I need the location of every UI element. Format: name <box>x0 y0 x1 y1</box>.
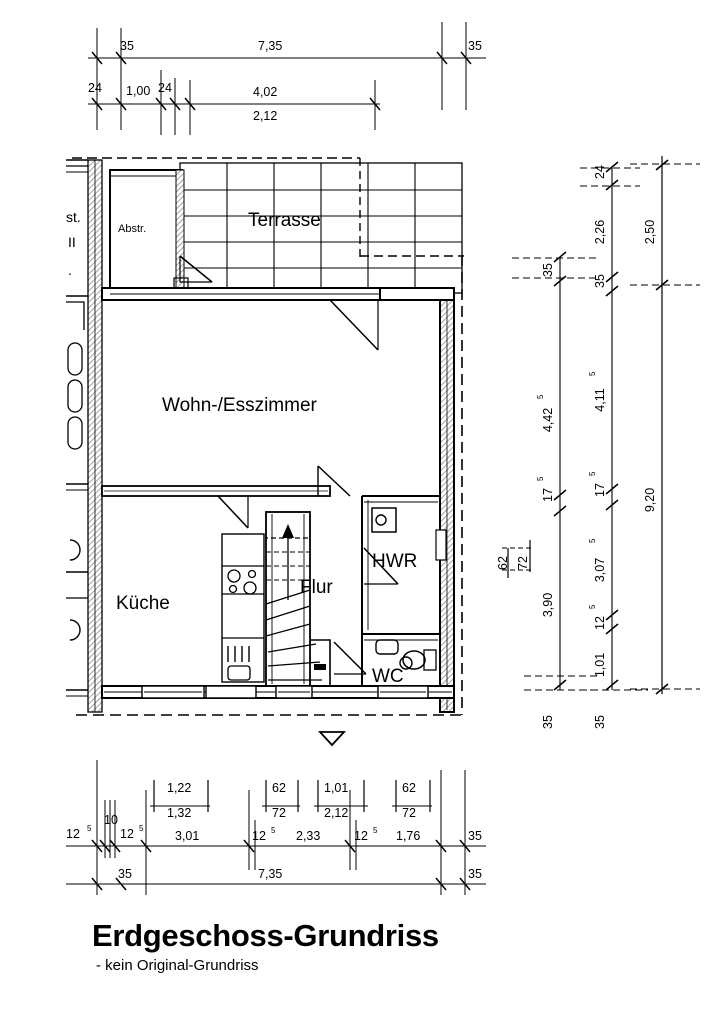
dim-bottom-inner-6: 12 <box>354 829 368 843</box>
dim-bottom-open-7: 72 <box>402 806 416 820</box>
dim-bottom-inner-7: 1,76 <box>396 829 420 843</box>
dim-bottom-inner-0-sup: 5 <box>87 824 92 833</box>
dim-right-inner-2: 17 <box>541 488 555 502</box>
toilet-icon <box>402 650 426 670</box>
stair-direction-arrow-icon <box>282 524 294 538</box>
room-label-hwr: HWR <box>372 551 417 572</box>
dim-bottom-open-6: 62 <box>402 781 416 795</box>
dim-bottom-inner-8: 35 <box>468 829 482 843</box>
room-label-wohn-esszimmer: Wohn-/Esszimmer <box>162 395 318 416</box>
right-dimension-chains: 35 4,42 5 17 5 3,90 35 62 72 <box>496 156 700 729</box>
dim-bottom-inner-0: 12 <box>66 827 80 841</box>
dim-right-middle-2: 35 <box>593 274 607 288</box>
bottom-dimension-chains: 1,22 1,32 62 72 1,01 2,12 62 72 <box>66 760 486 895</box>
dim-bottom-inner-4-sup: 5 <box>271 826 276 835</box>
dim-right-inner-1: 4,42 <box>541 408 555 432</box>
terrasse-paving-grid <box>179 162 463 294</box>
dim-bottom-open-1: 1,32 <box>167 806 191 820</box>
dim-bottom-inner-2-sup: 5 <box>139 824 144 833</box>
dim-bottom-inner-5: 2,33 <box>296 829 320 843</box>
room-label-terrasse: Terrasse <box>248 210 321 231</box>
dim-right-window-0: 62 <box>496 556 510 570</box>
door-swing-abstr <box>179 255 213 283</box>
room-hwr-walls <box>361 495 447 634</box>
boiler-icon <box>375 514 387 526</box>
neighbor-unit-fragment: st. II . <box>66 159 88 697</box>
dim-top-outer-1: 7,35 <box>258 39 282 53</box>
document-subtitle: - kein Original-Grundriss <box>96 956 259 974</box>
staircase <box>265 511 331 687</box>
dim-bottom-inner-2: 12 <box>120 827 134 841</box>
dim-right-middle-0: 24 <box>593 165 607 179</box>
dim-top-inner-1: 1,00 <box>126 84 150 98</box>
dim-top-outer-2: 35 <box>468 39 482 53</box>
plan-body: Terrasse st. II . <box>66 157 464 747</box>
cooktop-burner-icon <box>227 569 241 583</box>
dim-bottom-inner-4: 12 <box>252 829 266 843</box>
dim-right-inner-3: 3,90 <box>541 593 555 617</box>
dim-right-middle-6-sup: 5 <box>588 604 597 609</box>
room-label-flur: Flur <box>300 577 333 598</box>
title-block: Erdgeschoss-Grundriss - kein Original-Gr… <box>92 918 652 974</box>
dim-bottom-open-2: 62 <box>272 781 286 795</box>
dim-right-inner-1-sup: 5 <box>536 394 545 399</box>
dim-right-inner-2-sup: 5 <box>536 476 545 481</box>
dim-right-inner-4: 35 <box>541 715 555 729</box>
neighbor-label-3: . <box>68 262 72 278</box>
dim-right-outer-1: 9,20 <box>643 488 657 512</box>
room-wc-walls <box>333 633 440 686</box>
dim-right-middle-5: 3,07 <box>593 558 607 582</box>
door-swing-terrace <box>329 299 379 351</box>
room-label-abstr: Abstr. <box>118 223 146 235</box>
dim-right-middle-6: 12 <box>593 616 607 630</box>
dim-right-middle-4: 17 <box>593 483 607 497</box>
dim-bottom-outer-1: 7,35 <box>258 867 282 881</box>
room-label-kueche: Küche <box>116 593 170 614</box>
top-dimension-chains: 35 7,35 35 24 1,00 24 4,02 2,12 <box>88 22 486 135</box>
north-triangle-marker <box>317 731 347 747</box>
neighbor-label-2: II <box>68 234 76 250</box>
sink-icon <box>227 665 251 681</box>
dim-right-middle-7: 1,01 <box>593 653 607 677</box>
kitchen-fixtures <box>221 533 265 683</box>
dim-right-inner-0: 35 <box>541 263 555 277</box>
dim-bottom-inner-1: 10 <box>104 813 118 827</box>
dim-right-middle-3: 4,11 <box>593 388 607 411</box>
document-title: Erdgeschoss-Grundriss <box>92 918 439 953</box>
door-swing-hwr <box>363 547 399 585</box>
dim-right-middle-4-sup: 5 <box>588 471 597 476</box>
washbasin-icon <box>375 639 399 655</box>
room-label-wc: WC <box>372 666 404 687</box>
dim-top-inner-2: 24 <box>158 81 172 95</box>
dim-right-middle-3-sup: 5 <box>588 371 597 376</box>
dim-bottom-inner-6-sup: 5 <box>373 826 378 835</box>
dim-right-middle-8: 35 <box>593 715 607 729</box>
dim-bottom-inner-3: 3,01 <box>175 829 199 843</box>
dim-bottom-outer-2: 35 <box>468 867 482 881</box>
dim-right-outer-0: 2,50 <box>643 220 657 244</box>
neighbor-label-1: st. <box>66 209 81 225</box>
door-swing-kueche <box>217 495 249 529</box>
dim-bottom-open-0: 1,22 <box>167 781 191 795</box>
bottom-openings <box>141 685 429 699</box>
dim-top-opening-0: 2,12 <box>253 109 277 123</box>
dim-bottom-open-4: 1,01 <box>324 781 348 795</box>
dim-top-outer-0: 35 <box>120 39 134 53</box>
dim-bottom-open-3: 72 <box>272 806 286 820</box>
window-hwr <box>435 529 447 561</box>
dim-bottom-open-5: 2,12 <box>324 806 348 820</box>
outer-walls <box>101 287 455 713</box>
dim-right-window-1: 72 <box>516 556 530 570</box>
party-wall-left <box>87 159 103 713</box>
dim-right-middle-1: 2,26 <box>593 220 607 244</box>
door-swing-wc <box>333 641 367 675</box>
dim-bottom-outer-0: 35 <box>118 867 132 881</box>
door-swing-flur-living <box>317 465 351 497</box>
dim-right-middle-5-sup: 5 <box>588 538 597 543</box>
dim-top-inner-3: 4,02 <box>253 85 277 99</box>
dim-top-inner-0: 24 <box>88 81 102 95</box>
